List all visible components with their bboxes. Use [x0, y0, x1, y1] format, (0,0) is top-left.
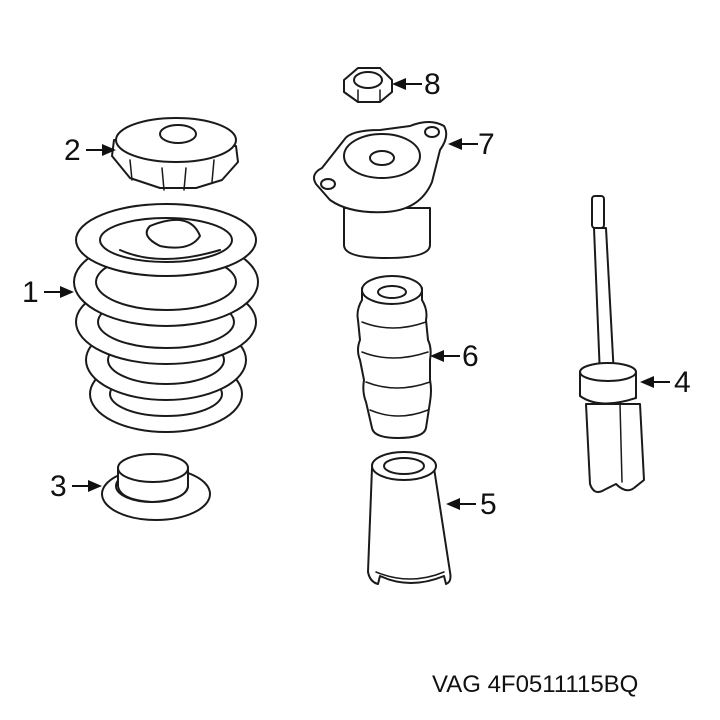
lower-spring-seat-part	[101, 453, 211, 521]
callout-arrows	[44, 78, 670, 510]
callout-1: 1	[22, 276, 39, 309]
strut-mount-part	[313, 121, 448, 259]
dust-boot-part	[367, 451, 452, 585]
callout-labels: 1 2 3 4 5 6 7 8	[22, 68, 691, 521]
callout-5: 5	[480, 488, 497, 521]
callout-7: 7	[478, 128, 495, 161]
upper-spring-seat-part	[111, 117, 239, 191]
nut-part	[343, 67, 393, 103]
callout-2: 2	[64, 134, 81, 167]
callout-3: 3	[50, 470, 67, 503]
shock-absorber-part	[579, 195, 645, 493]
part-number-label: VAG 4F0511115BQ	[432, 671, 639, 698]
callout-8: 8	[424, 68, 441, 101]
callout-4: 4	[674, 366, 691, 399]
coil-spring-part	[73, 203, 259, 433]
bump-stop-part	[356, 275, 432, 439]
callout-6: 6	[462, 340, 479, 373]
